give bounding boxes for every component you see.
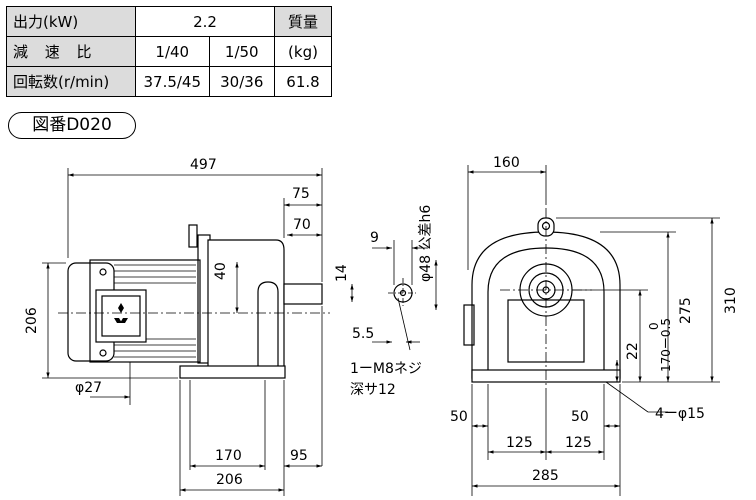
nameplate [95,289,147,343]
dim-275: 275 [678,297,694,324]
motor-body [89,259,201,363]
base-holes-label: 4ーφ15 [655,406,705,422]
side-plug [463,304,475,346]
dim-285: 285 [532,468,559,484]
gearbox-housing [207,239,285,371]
mitsubishi-logo-icon [114,303,128,323]
side-base [179,365,286,379]
speed-label: 回転数(r/min) [6,66,136,97]
dim-310: 310 [723,287,739,314]
dim-206-width: 206 [216,472,243,488]
dim-170: 170 [215,448,242,464]
spec-row-speed: 回転数(r/min) 37.5/45 30/36 61.8 [6,66,332,97]
output-label: 出力(kW) [6,6,136,37]
drawing-number-badge: 図番D020 [8,112,136,139]
dim-total-length: 497 [190,157,217,173]
dim-206-height: 206 [24,307,40,334]
side-view [58,224,330,379]
nameplate-inner [101,295,141,337]
gearbox-rib [257,281,279,370]
output-value: 2.2 [135,6,275,37]
dim-95: 95 [290,448,308,464]
mass-value: 61.8 [274,66,332,97]
motor-fins [114,264,196,358]
dim-160: 160 [493,155,520,171]
dim-phi27: φ27 [75,380,102,396]
screw-spec-2: 深サ12 [350,382,396,398]
dim-125-left: 125 [506,435,533,451]
dim-9: 9 [370,230,379,246]
mass-label-top: 質量 [274,6,332,37]
front-view [463,208,621,395]
dim-170-tol: 170ー0.5 [659,318,673,372]
dim-22: 22 [625,342,641,360]
dim-125-right: 125 [565,435,592,451]
dim-50-left: 50 [450,409,468,425]
drain-bolt [99,349,107,357]
dim-75: 75 [292,186,310,202]
spec-row-output: 出力(kW) 2.2 質量 [6,6,332,37]
dim-tol-zero: 0 [647,322,661,330]
ratio-2: 1/50 [208,36,276,67]
shaft-end-view [388,278,418,308]
ratio-1: 1/40 [135,36,210,67]
dim-phi48: φ48 公差h6 [418,205,434,282]
output-shaft [283,283,323,305]
ratio-label: 減 速 比 [6,36,136,67]
lift-bolt [99,268,107,276]
dim-70: 70 [293,217,311,233]
terminal-box [188,224,198,248]
dim-50-right: 50 [571,409,589,425]
dim-40: 40 [213,262,229,280]
spec-table: 出力(kW) 2.2 質量 減 速 比 1/40 1/50 (kg) 回転数(r… [6,6,332,97]
dim-5-5: 5.5 [352,326,374,342]
dim-14: 14 [334,264,350,282]
speed-2: 30/36 [208,66,276,97]
spec-row-ratio: 減 速 比 1/40 1/50 (kg) [6,36,332,67]
screw-spec-1: 1ーM8ネジ [350,361,422,377]
speed-1: 37.5/45 [135,66,210,97]
